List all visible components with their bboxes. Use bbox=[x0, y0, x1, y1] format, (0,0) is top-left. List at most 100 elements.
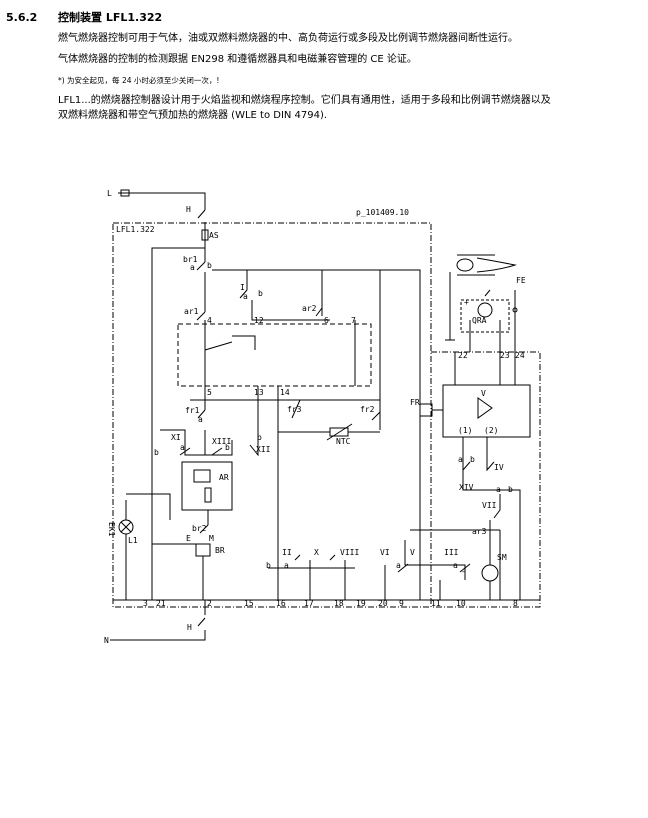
terminal-6: 6 bbox=[324, 316, 329, 325]
program-box bbox=[177, 323, 372, 387]
label-E: E bbox=[186, 534, 191, 543]
label-SM: SM bbox=[497, 553, 507, 562]
terminal-2: 2 bbox=[207, 599, 212, 608]
terminal-8: 8 bbox=[513, 599, 518, 608]
label-device: LFL1.322 bbox=[116, 225, 155, 234]
terminal-5: 5 bbox=[207, 388, 212, 397]
qra-sensor-icon bbox=[477, 302, 493, 318]
switch-br2 bbox=[199, 524, 209, 534]
terminal-13: 13 bbox=[254, 388, 264, 397]
terminal-4: 4 bbox=[207, 316, 212, 325]
amplifier-triangle-icon bbox=[477, 397, 493, 419]
label-AR: AR bbox=[219, 473, 229, 482]
terminal-18: 18 bbox=[334, 599, 344, 608]
terminal-7: 7 bbox=[351, 316, 356, 325]
relay-FR-icon bbox=[419, 403, 433, 417]
wire-N bbox=[110, 630, 206, 641]
switches-XIV-IV bbox=[462, 437, 495, 472]
description-line-1: LFL1...的燃烧器控制器设计用于火焰监视和燃烧程序控制。它们具有通用性，适用… bbox=[58, 95, 551, 106]
label-N: N bbox=[104, 636, 109, 645]
contact-a-II: a bbox=[284, 561, 289, 570]
terminal-24: 24 bbox=[515, 351, 525, 360]
terminal-20: 20 bbox=[378, 599, 388, 608]
safety-note: *) 为安全起见，每 24 小时必须至少关闭一次，! bbox=[58, 76, 220, 85]
terminal-16: 16 bbox=[276, 599, 286, 608]
switch-XII bbox=[249, 420, 259, 457]
flame-tail-icon bbox=[476, 257, 517, 273]
label-V-amp: V bbox=[481, 389, 486, 398]
contact-b-br1: b bbox=[207, 261, 212, 270]
section-number: 5.6.2 bbox=[6, 11, 38, 24]
terminal-19: 19 bbox=[356, 599, 366, 608]
label-fr1: fr1 bbox=[185, 406, 200, 415]
device-outline bbox=[112, 222, 432, 608]
wire-5-13-14 bbox=[204, 386, 279, 560]
label-I: I bbox=[240, 283, 245, 292]
lamp-L1-cross bbox=[120, 521, 132, 533]
switch-H-bottom bbox=[197, 617, 206, 627]
ar-block bbox=[181, 461, 233, 511]
switch-contacts-V-III bbox=[397, 563, 471, 573]
switch-I bbox=[239, 289, 248, 299]
label-BR: BR bbox=[215, 546, 225, 555]
fe-terminal-icon bbox=[512, 307, 518, 313]
label-M: M bbox=[209, 534, 214, 543]
switch-br1 bbox=[196, 261, 206, 271]
label-X: X bbox=[314, 548, 319, 557]
label-amp2: (2) bbox=[484, 426, 498, 435]
flame-sensor-bracket bbox=[457, 254, 495, 276]
ntc-resistor-icon bbox=[329, 427, 349, 437]
label-AS: AS bbox=[209, 231, 219, 240]
contact-a-br1: a bbox=[190, 263, 195, 272]
flame-icon bbox=[456, 258, 474, 272]
ntc-arrow bbox=[326, 423, 353, 441]
wire-EK1-top bbox=[126, 493, 171, 520]
contact-b-XII: b bbox=[257, 433, 262, 442]
terminal-11: 11 bbox=[431, 599, 441, 608]
label-ar3: ar3 bbox=[472, 527, 487, 536]
terminal-3: 3 bbox=[143, 599, 148, 608]
earth-wire bbox=[445, 272, 455, 341]
label-XI: XI bbox=[171, 433, 181, 442]
contact-a-fr1: a bbox=[198, 415, 203, 424]
label-NTC: NTC bbox=[336, 437, 351, 446]
terminal-17: 17 bbox=[304, 599, 314, 608]
wire-XI-XIII bbox=[160, 429, 233, 456]
label-II: II bbox=[282, 548, 292, 557]
contact-a-III: a bbox=[453, 561, 458, 570]
paragraph-2: 气体燃烧器的控制的检测跟据 EN298 和遵循燃器具和电磁兼容管理的 CE 论证… bbox=[58, 54, 417, 65]
switch-fr2 bbox=[371, 411, 381, 421]
label-FR: FR bbox=[410, 398, 420, 407]
contact-minus: - bbox=[461, 567, 466, 576]
contact-b-XIII: b bbox=[225, 443, 230, 452]
label-QRA: QRA bbox=[472, 316, 487, 325]
switch-fr1 bbox=[197, 409, 206, 419]
wire-amp-out bbox=[462, 470, 521, 600]
motor-BR-icon bbox=[195, 543, 211, 557]
contact-a-VII: a bbox=[496, 485, 501, 494]
label-ar1: ar1 bbox=[184, 307, 199, 316]
label-br2: br2 bbox=[192, 524, 207, 533]
label-fr3: fr3 bbox=[287, 405, 302, 414]
label-IV: IV bbox=[494, 463, 504, 472]
label-plus: + bbox=[464, 298, 469, 307]
switch-ar1 bbox=[196, 311, 206, 321]
switch-XI-XIII bbox=[179, 447, 223, 456]
label-VI: VI bbox=[380, 548, 390, 557]
label-drawing-id: p_101409.10 bbox=[356, 208, 409, 217]
contact-b-I: b bbox=[258, 289, 263, 298]
paragraph-1: 燃气燃烧器控制可用于气体，油或双燃料燃烧器的中、高负荷运行或多段及比例调节燃烧器… bbox=[58, 33, 518, 44]
contact-a-XI: a bbox=[180, 443, 185, 452]
label-FE: FE bbox=[516, 276, 526, 285]
terminal-21: 21 bbox=[156, 599, 166, 608]
label-ar2: ar2 bbox=[302, 304, 317, 313]
wire-22-23-24 bbox=[454, 352, 516, 385]
terminal-12: 12 bbox=[254, 316, 264, 325]
switches-VI-V-III bbox=[384, 540, 466, 600]
contact-a-I: a bbox=[243, 292, 248, 301]
label-br1: br1 bbox=[183, 255, 198, 264]
label-VII: VII bbox=[482, 501, 497, 510]
fuse-icon bbox=[120, 189, 130, 197]
